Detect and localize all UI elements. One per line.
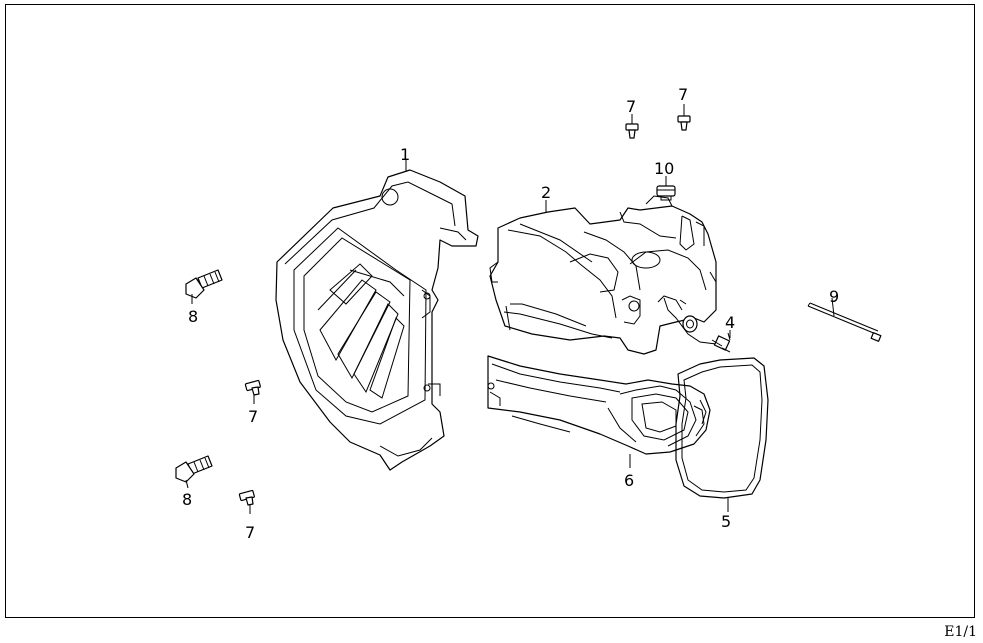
- part-7-clip-mid-left[interactable]: [244, 379, 261, 404]
- part-1-side-cover[interactable]: [275, 169, 479, 471]
- callout-8-upper: 8: [188, 307, 198, 326]
- part-4-bolt[interactable]: [663, 297, 731, 353]
- callout-7-top-left: 7: [626, 97, 636, 116]
- callout-4: 4: [725, 313, 735, 332]
- part-7-clip-top-left[interactable]: [625, 114, 639, 139]
- part-8-bolt-lower[interactable]: [175, 455, 213, 489]
- callout-7-mid-left: 7: [248, 407, 258, 426]
- callout-2: 2: [541, 183, 551, 202]
- drawing-frame: [5, 4, 975, 618]
- page-label: E1/1: [944, 624, 977, 640]
- part-10-grommet[interactable]: [656, 185, 676, 201]
- callout-1: 1: [400, 145, 410, 164]
- callout-7-low-left: 7: [245, 523, 255, 542]
- callout-9: 9: [829, 287, 839, 306]
- part-6-lower-duct[interactable]: [487, 355, 711, 455]
- callout-5: 5: [721, 512, 731, 531]
- part-7-clip-low-left[interactable]: [238, 489, 255, 514]
- part-2-main-housing[interactable]: [489, 195, 717, 355]
- callout-10: 10: [654, 159, 674, 178]
- part-5-gasket[interactable]: [675, 357, 769, 499]
- callout-8-lower: 8: [182, 490, 192, 509]
- part-9-rod[interactable]: [807, 297, 882, 342]
- part-7-clip-top-right[interactable]: [677, 104, 691, 131]
- callout-6: 6: [624, 471, 634, 490]
- part-8-bolt-upper[interactable]: [185, 269, 223, 304]
- callout-7-top-right: 7: [678, 85, 688, 104]
